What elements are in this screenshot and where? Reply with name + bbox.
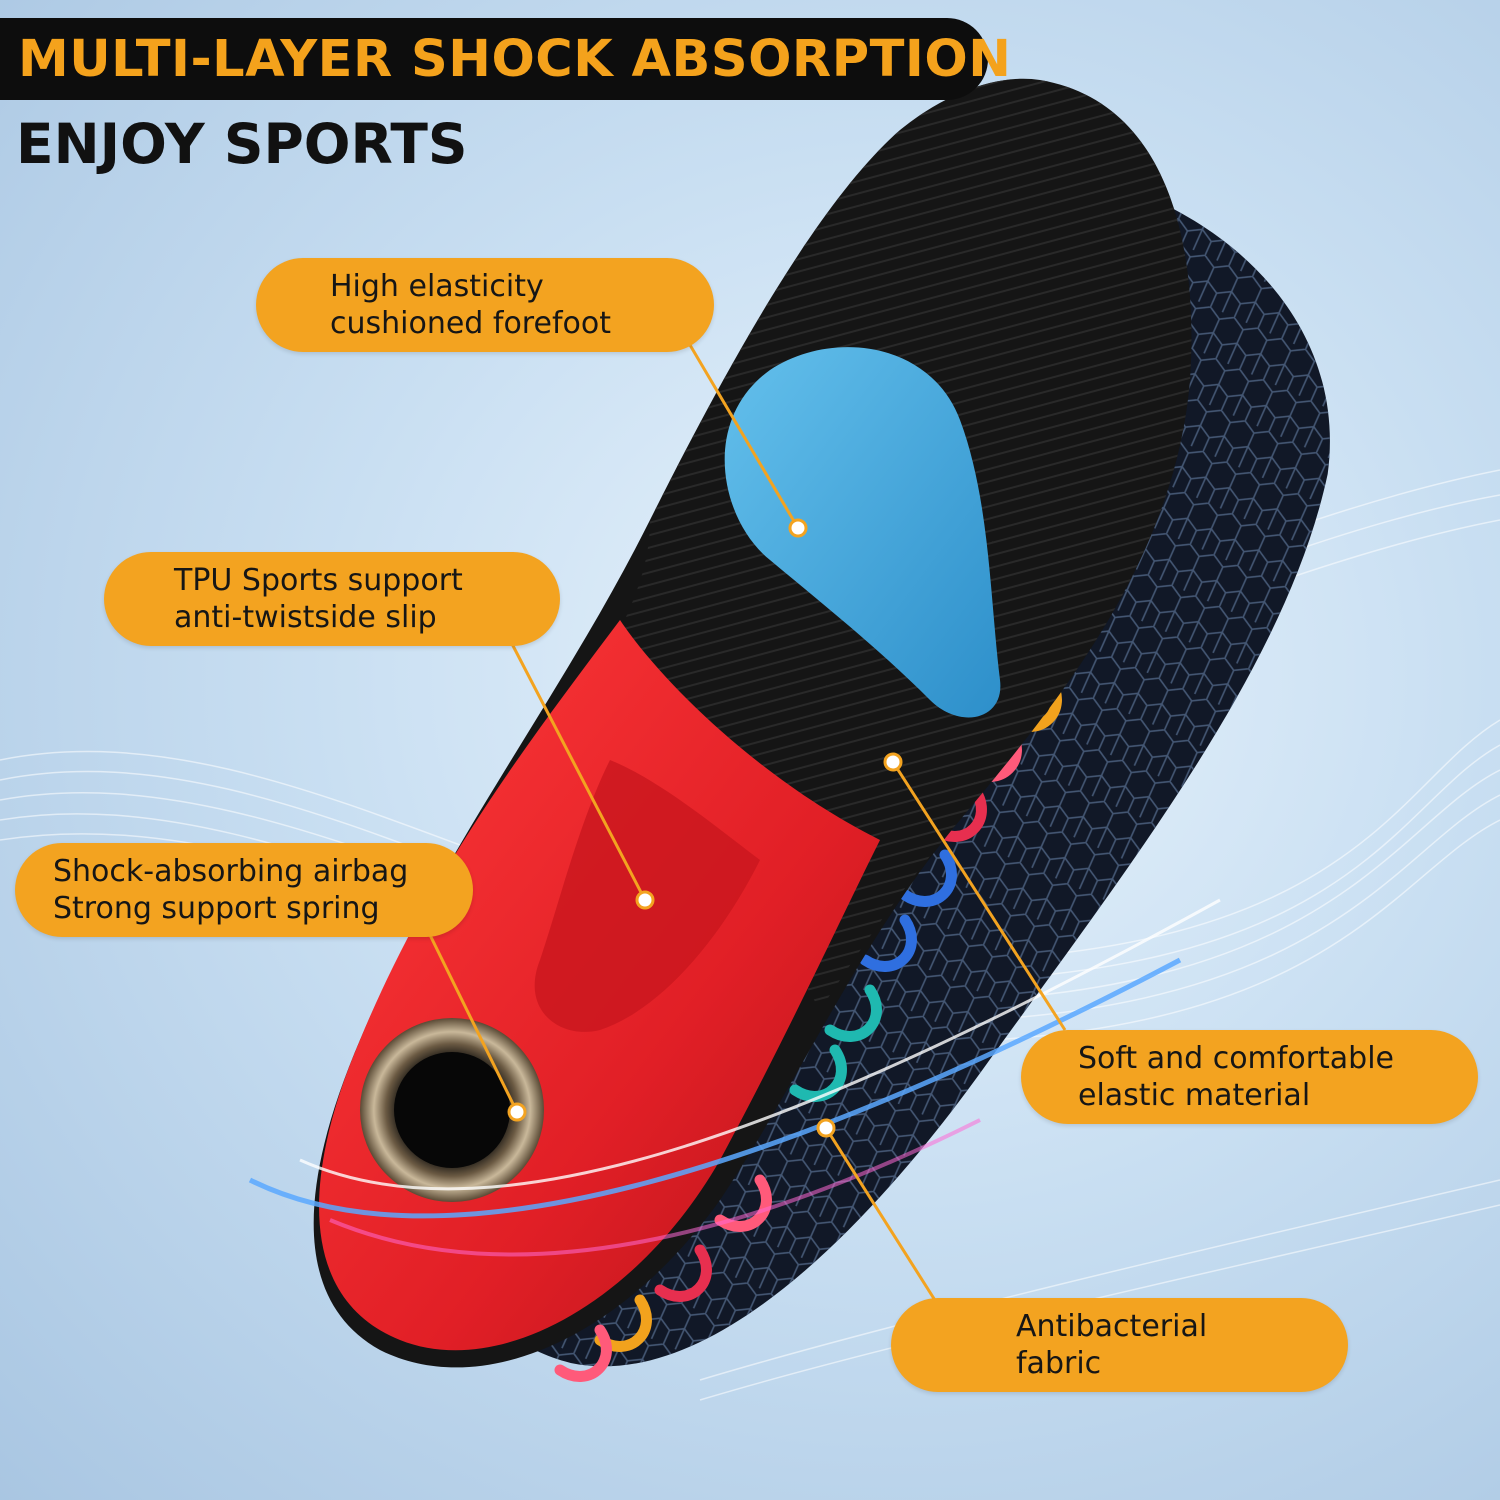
callout-airbag: Shock-absorbing airbag Strong support sp… xyxy=(15,843,473,937)
glow-swoosh xyxy=(248,898,1221,1257)
leader-lines xyxy=(428,344,1067,1306)
callout-tpu-support-text: TPU Sports support anti-twistside slip xyxy=(174,563,463,635)
callout-forefoot-text: High elasticity cushioned forefoot xyxy=(330,269,611,341)
callout-antibacterial-fabric: Antibacterial fabric xyxy=(891,1298,1348,1392)
forefoot-pad xyxy=(724,347,1001,718)
subheadline: ENJOY SPORTS xyxy=(16,112,468,176)
headline-text: MULTI-LAYER SHOCK ABSORPTION xyxy=(18,29,1012,89)
callout-forefoot: High elasticity cushioned forefoot xyxy=(256,258,714,352)
callout-tpu-support: TPU Sports support anti-twistside slip xyxy=(104,552,560,646)
callout-soft-material-text: Soft and comfortable elastic material xyxy=(1078,1041,1395,1113)
callout-airbag-text: Shock-absorbing airbag Strong support sp… xyxy=(53,854,409,926)
leader-dots xyxy=(507,518,903,1138)
callout-soft-material: Soft and comfortable elastic material xyxy=(1021,1030,1478,1124)
headline-banner: MULTI-LAYER SHOCK ABSORPTION xyxy=(0,18,1011,100)
callout-antibacterial-fabric-text: Antibacterial fabric xyxy=(1016,1309,1208,1381)
